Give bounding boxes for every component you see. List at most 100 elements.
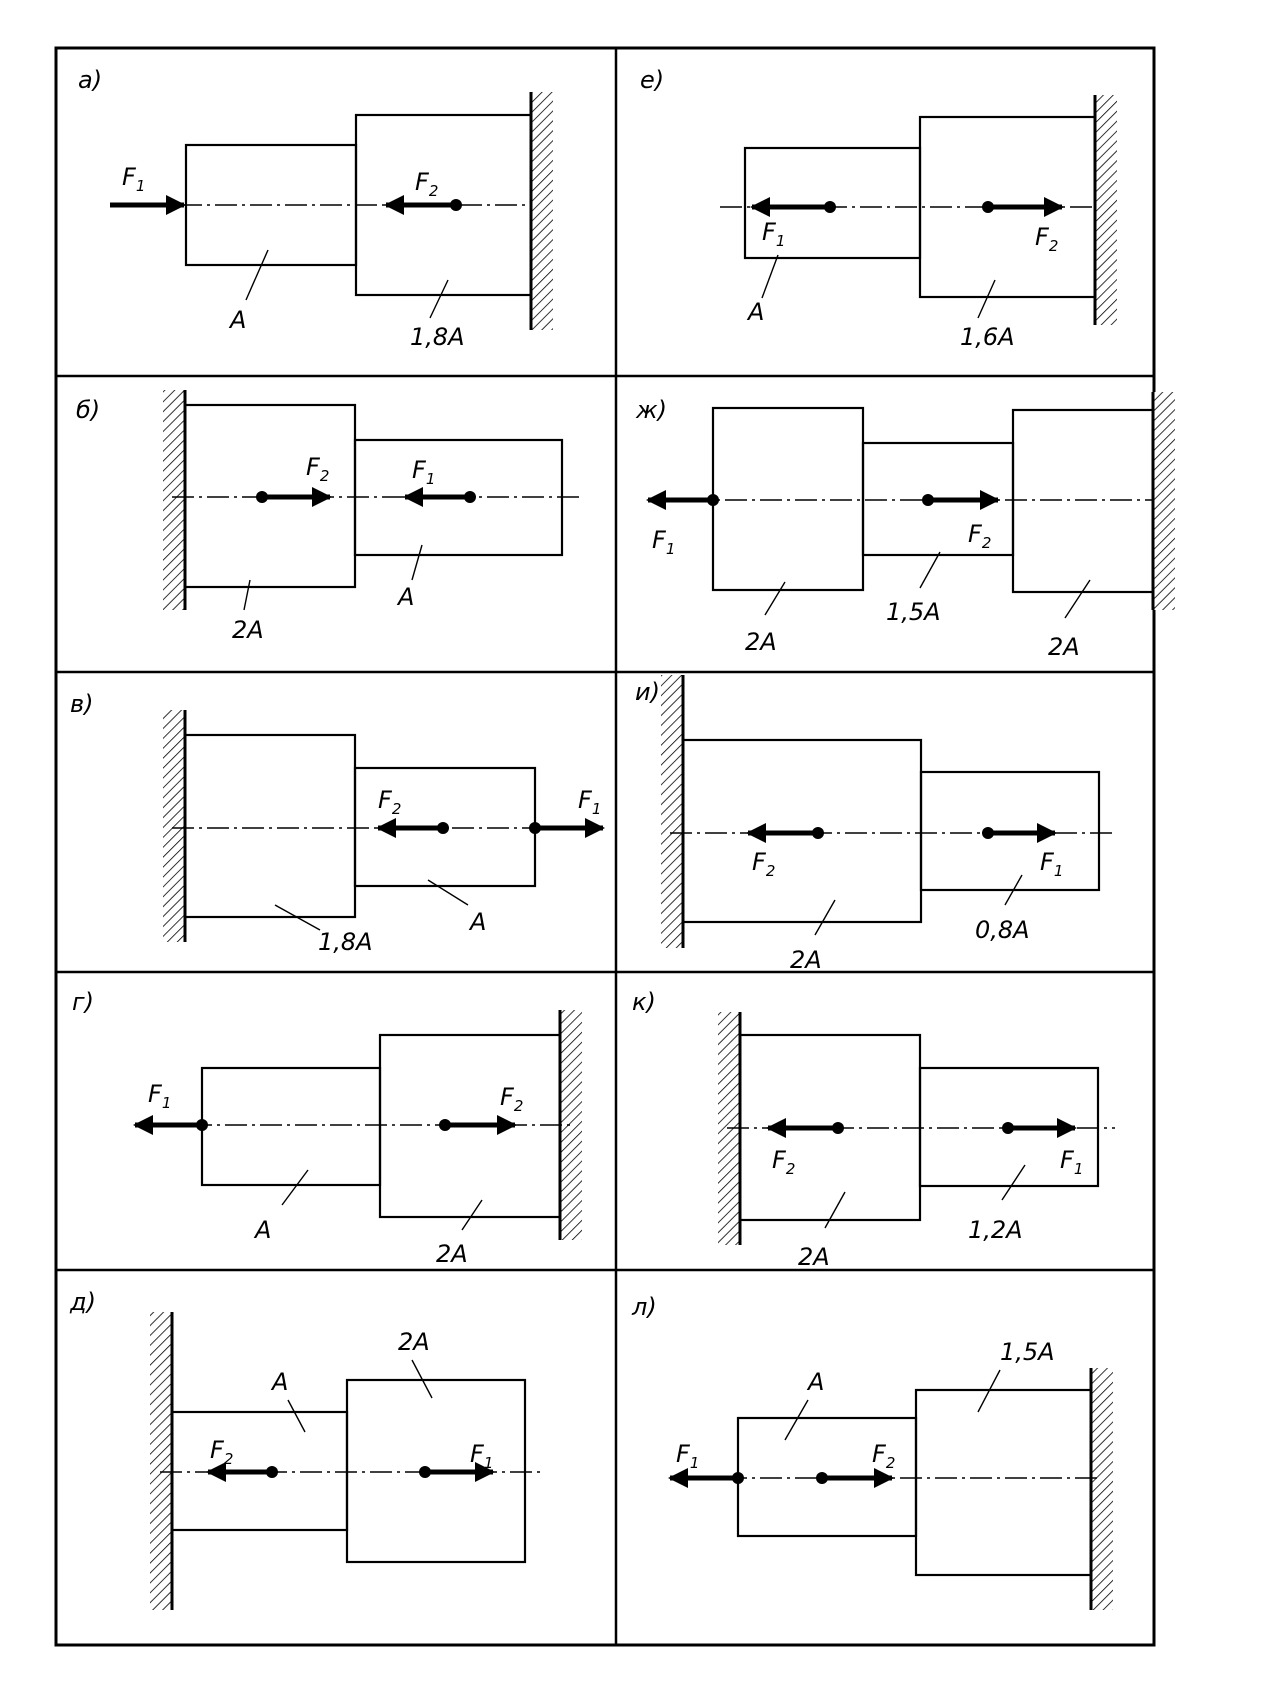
force-symbol: F [652, 526, 667, 554]
force-subscript: 2 [224, 1450, 234, 1468]
panel-grid [54, 46, 1156, 1647]
force-label: F2 [306, 453, 329, 485]
force-symbol: F [306, 453, 321, 481]
area-leader-line [977, 279, 996, 319]
area-label: 2A [1048, 633, 1080, 661]
force-symbol: F [872, 1440, 887, 1468]
force-subscript: 1 [136, 177, 146, 195]
force-symbol: F [470, 1440, 485, 1468]
bar-segment [919, 770, 1101, 892]
force-subscript: 2 [320, 467, 330, 485]
force-application-point [982, 827, 994, 839]
force-application-point [450, 199, 462, 211]
area-label: 1,6A [960, 323, 1015, 351]
area-label: A [270, 1368, 288, 1396]
force-application-point [707, 494, 719, 506]
force-application-point [1002, 1122, 1014, 1134]
panel-label: в) [70, 690, 94, 718]
force-symbol: F [772, 1146, 787, 1174]
force-symbol: F [762, 218, 777, 246]
bar-segment [711, 406, 865, 592]
force-application-point [437, 822, 449, 834]
force-subscript: 2 [982, 534, 992, 552]
force-application-point [266, 1466, 278, 1478]
wall-hatching [531, 92, 553, 330]
area-label: 2A [436, 1240, 468, 1268]
force-symbol: F [500, 1083, 515, 1111]
panel-label: л) [631, 1293, 657, 1321]
force-label: F2 [1035, 223, 1058, 255]
panel-label: ж) [635, 396, 667, 424]
force-symbol: F [148, 1080, 163, 1108]
force-label: F1 [470, 1440, 493, 1472]
panel-label: е) [640, 66, 664, 94]
area-leader-line [287, 1399, 306, 1433]
force-label: F2 [752, 848, 775, 880]
force-subscript: 2 [786, 1160, 796, 1178]
force-label: F1 [762, 218, 785, 250]
force-subscript: 2 [514, 1097, 524, 1115]
area-leader-line [761, 254, 779, 299]
force-application-point [439, 1119, 451, 1131]
force-application-point [464, 491, 476, 503]
force-symbol: F [378, 786, 393, 814]
force-label: F2 [378, 786, 401, 818]
wall-hatching [1153, 392, 1175, 610]
force-application-point [832, 1122, 844, 1134]
area-leader-line [764, 581, 786, 616]
area-label: A [806, 1368, 824, 1396]
wall-hatching [1091, 1368, 1113, 1610]
area-leader-line [243, 579, 251, 611]
force-symbol: F [210, 1436, 225, 1464]
force-label: F2 [772, 1146, 795, 1178]
force-application-point [824, 201, 836, 213]
force-subscript: 1 [1054, 862, 1064, 880]
force-subscript: 1 [690, 1454, 700, 1472]
force-label: F2 [210, 1436, 233, 1468]
area-label: A [746, 298, 764, 326]
force-symbol: F [122, 163, 137, 191]
force-application-point [256, 491, 268, 503]
force-label: F2 [500, 1083, 523, 1115]
area-label: 0,8A [975, 916, 1030, 944]
area-leader-line [814, 899, 836, 936]
area-label: 1,8A [410, 323, 465, 351]
force-subscript: 2 [1049, 237, 1059, 255]
area-leader-line [1001, 1164, 1026, 1201]
bar-segment [918, 1066, 1100, 1188]
force-application-point [732, 1472, 744, 1484]
area-label: A [228, 306, 246, 334]
area-label: 1,2A [968, 1216, 1023, 1244]
bar-segment [183, 733, 357, 919]
panel-label: а) [78, 66, 102, 94]
force-application-point [812, 827, 824, 839]
force-application-point [982, 201, 994, 213]
force-symbol: F [676, 1440, 691, 1468]
area-leader-line [977, 1369, 1001, 1413]
force-label: F1 [148, 1080, 171, 1112]
force-application-point [922, 494, 934, 506]
force-symbol: F [1040, 848, 1055, 876]
area-label: 2A [790, 946, 822, 974]
force-subscript: 1 [162, 1094, 172, 1112]
outer-frame [54, 46, 1156, 1647]
panel-label: г) [72, 988, 94, 1016]
wall-hatching [163, 390, 185, 610]
area-leader-line [784, 1399, 809, 1441]
area-label: 1,8A [318, 928, 373, 956]
area-leader-line [427, 879, 469, 906]
force-subscript: 1 [484, 1454, 494, 1472]
area-label: A [396, 583, 414, 611]
area-leader-line [429, 279, 449, 319]
wall-hatching [560, 1010, 582, 1240]
force-application-point [196, 1119, 208, 1131]
panel-label: д) [69, 1288, 96, 1316]
area-label: A [468, 908, 486, 936]
